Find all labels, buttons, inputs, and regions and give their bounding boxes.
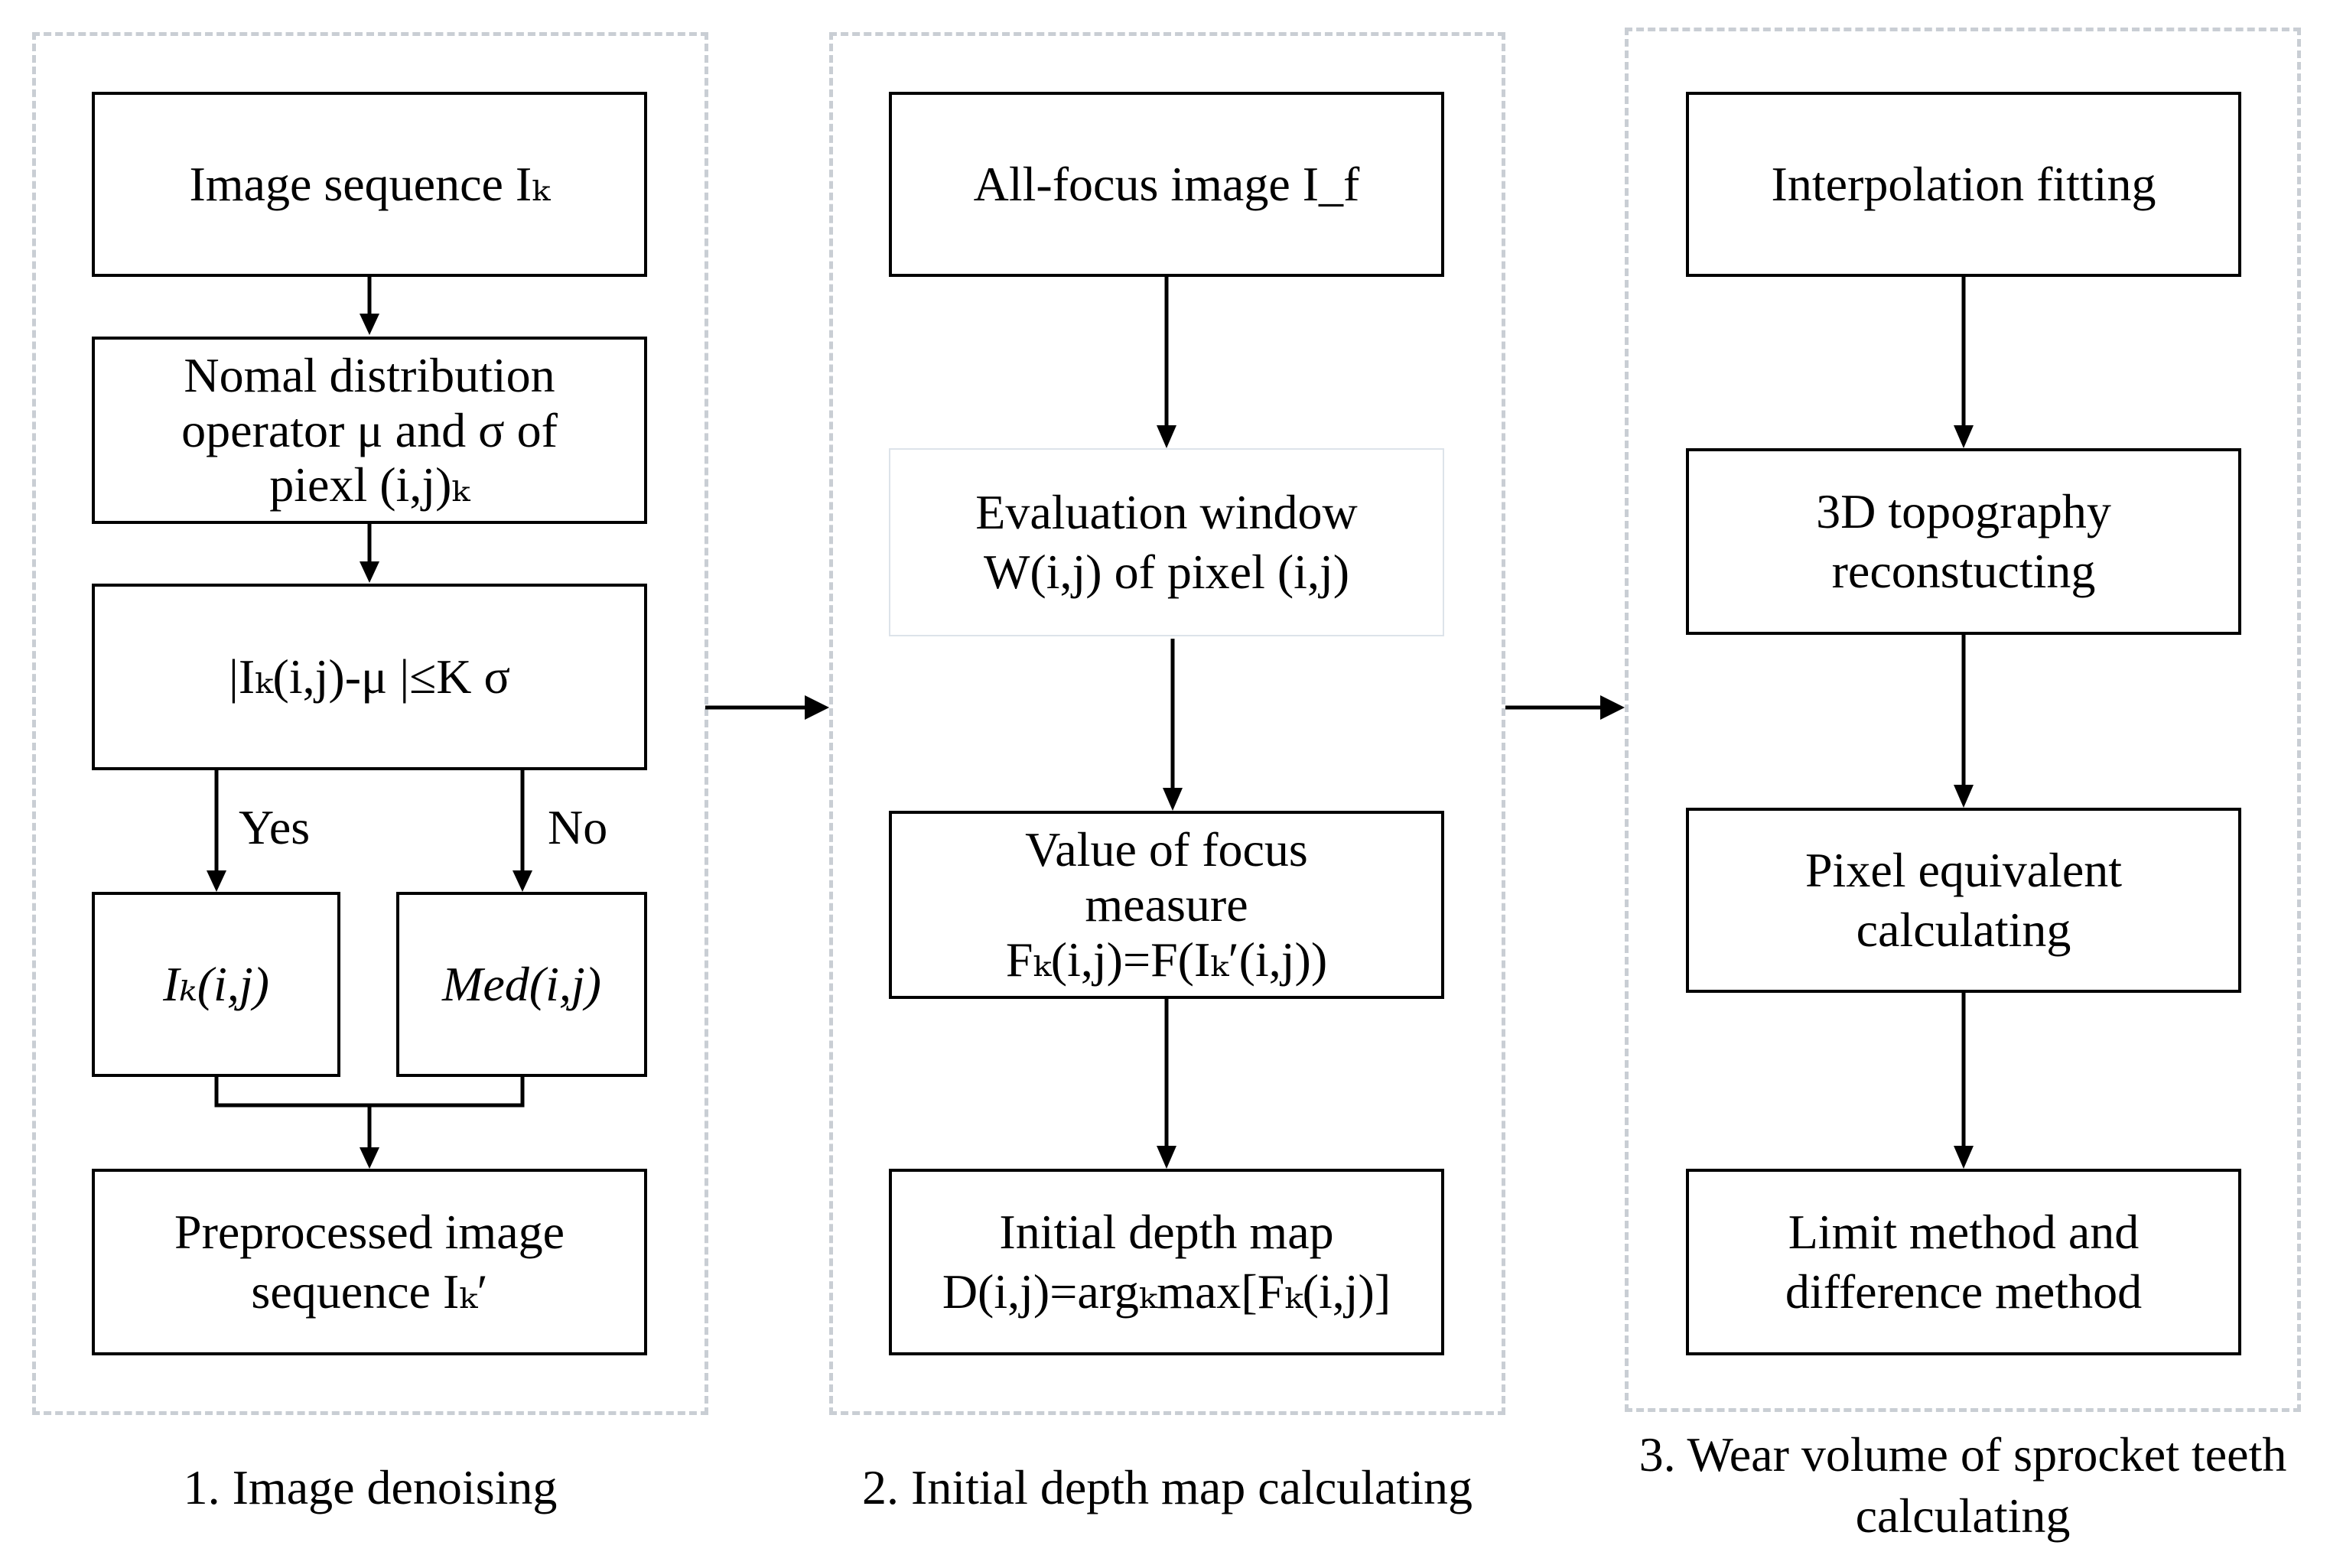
- caption-wear-volume-line-2: calculating: [1855, 1488, 2071, 1543]
- caption-initial-depth-map: 2. Initial depth map calculating: [791, 1457, 1544, 1518]
- preprocessed-line-2: sequence Iₖ′: [251, 1264, 488, 1319]
- all-focus-image-box: All-focus image I_f: [889, 92, 1444, 277]
- limit-method-box: Limit method and difference method: [1686, 1169, 2241, 1355]
- keep-pixel-box: Iₖ(i,j): [92, 892, 340, 1077]
- yes-label: Yes: [239, 800, 311, 854]
- group-initial-depth-map: [829, 32, 1505, 1415]
- normal-distribution-box: Nomal distribution operator μ and σ of p…: [92, 337, 647, 524]
- preprocessed-line-1: Preprocessed image: [174, 1204, 565, 1259]
- focus-measure-box: Value of focus measure Fₖ(i,j)=F(Iₖ′(i,j…: [889, 811, 1444, 999]
- group-image-denoising: [32, 32, 708, 1415]
- image-sequence-box: Image sequence Iₖ: [92, 92, 647, 277]
- focus-measure-line-2: measure: [1085, 877, 1248, 932]
- topography-reconstruction-box: 3D topography reconstucting: [1686, 448, 2241, 635]
- evaluation-window-line-1: Evaluation window: [975, 484, 1358, 539]
- normal-distribution-line-3: piexl (i,j)ₖ: [269, 457, 470, 512]
- condition-label: |Iₖ(i,j)-μ |≤K σ: [229, 649, 510, 704]
- interpolation-fitting-box: Interpolation fitting: [1686, 92, 2241, 277]
- evaluation-window-line-2: W(i,j) of pixel (i,j): [983, 545, 1350, 599]
- no-label: No: [548, 800, 608, 854]
- topography-line-1: 3D topography: [1816, 483, 2111, 538]
- pixel-equivalent-box: Pixel equivalent calculating: [1686, 808, 2241, 993]
- preprocessed-sequence-box: Preprocessed image sequence Iₖ′: [92, 1169, 647, 1355]
- condition-box: |Iₖ(i,j)-μ |≤K σ: [92, 584, 647, 770]
- caption-image-denoising-text: 1. Image denoising: [183, 1460, 558, 1514]
- topography-line-2: reconstucting: [1831, 544, 2096, 598]
- limit-method-line-1: Limit method and: [1788, 1204, 2140, 1259]
- pixel-equivalent-line-2: calculating: [1856, 903, 2071, 957]
- normal-distribution-line-1: Nomal distribution: [184, 347, 555, 402]
- focus-measure-line-3: Fₖ(i,j)=F(Iₖ′(i,j)): [1005, 932, 1328, 987]
- interpolation-fitting-label: Interpolation fitting: [1771, 156, 2156, 211]
- focus-measure-line-1: Value of focus: [1025, 822, 1308, 877]
- limit-method-line-2: difference method: [1785, 1264, 2143, 1319]
- pixel-equivalent-line-1: Pixel equivalent: [1804, 842, 2123, 897]
- caption-wear-volume: 3. Wear volume of sprocket teeth calcula…: [1599, 1424, 2327, 1547]
- evaluation-window-box: Evaluation window W(i,j) of pixel (i,j): [889, 448, 1444, 636]
- image-sequence-label: Image sequence Iₖ: [189, 156, 550, 211]
- all-focus-image-label: All-focus image I_f: [973, 156, 1360, 211]
- initial-depth-map-line-1: Initial depth map: [999, 1204, 1334, 1259]
- median-pixel-box: Med(i,j): [396, 892, 647, 1077]
- initial-depth-map-box: Initial depth map D(i,j)=argₖmax[Fₖ(i,j)…: [889, 1169, 1444, 1355]
- median-pixel-label: Med(i,j): [442, 956, 601, 1011]
- caption-image-denoising: 1. Image denoising: [32, 1457, 708, 1518]
- caption-wear-volume-line-1: 3. Wear volume of sprocket teeth: [1638, 1427, 2287, 1482]
- keep-pixel-label: Iₖ(i,j): [163, 956, 269, 1011]
- initial-depth-map-line-2: D(i,j)=argₖmax[Fₖ(i,j)]: [942, 1264, 1391, 1319]
- normal-distribution-line-2: operator μ and σ of: [181, 402, 558, 457]
- caption-initial-depth-map-text: 2. Initial depth map calculating: [862, 1460, 1473, 1514]
- group-wear-volume: [1625, 28, 2301, 1412]
